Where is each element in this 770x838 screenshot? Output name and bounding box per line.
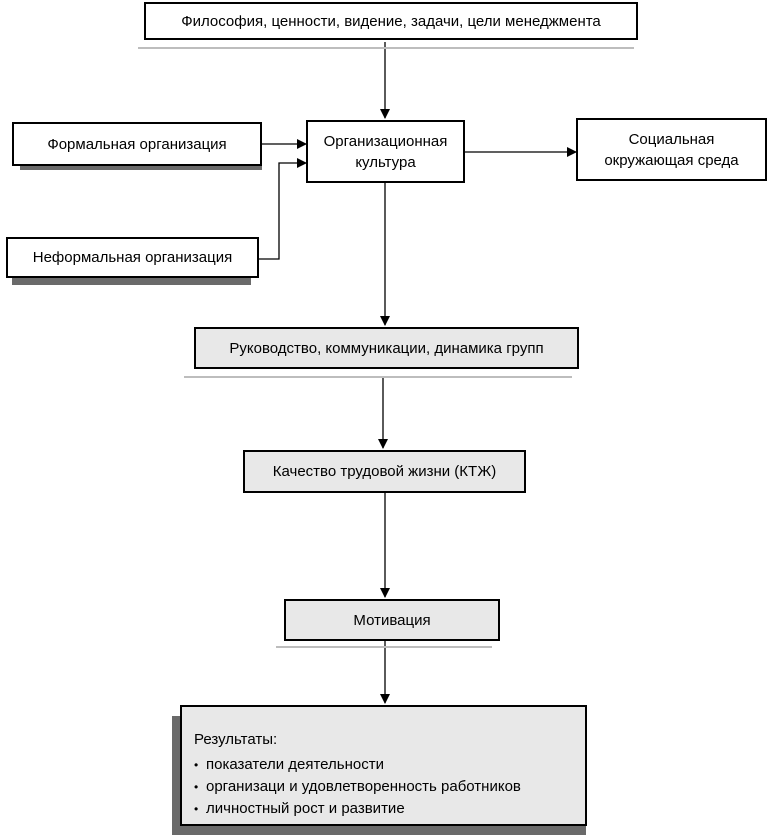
formal-organization-box: Формальная организация — [12, 122, 262, 166]
philosophy-label: Философия, ценности, видение, задачи, це… — [181, 12, 601, 30]
motivation-box: Мотивация — [284, 599, 500, 641]
leadership-label: Руководство, коммуникации, динамика груп… — [229, 339, 544, 357]
leadership-underline — [184, 376, 572, 378]
results-box: Результаты: показатели деятельности орга… — [180, 705, 587, 826]
motivation-label: Мотивация — [353, 611, 431, 629]
philosophy-box: Философия, ценности, видение, задачи, це… — [144, 2, 638, 40]
social-environment-label: Социальная окружающая среда — [604, 130, 739, 169]
social-environment-box: Социальная окружающая среда — [576, 118, 767, 181]
informal-organization-box: Неформальная организация — [6, 237, 259, 278]
informal-organization-label: Неформальная организация — [32, 249, 233, 266]
organizational-culture-label: Организационная культура — [323, 132, 448, 171]
results-item: показатели деятельности — [194, 754, 521, 776]
formal-organization-label: Формальная организация — [47, 135, 227, 153]
qwl-label: Качество трудовой жизни (КТЖ) — [272, 463, 497, 480]
organizational-culture-box: Организационная культура — [306, 120, 465, 183]
qwl-box: Качество трудовой жизни (КТЖ) — [243, 450, 526, 493]
results-title: Результаты: — [194, 731, 278, 748]
arrow-informal-to-culture — [259, 158, 307, 260]
results-item: организаци и удовлетворенность работнико… — [194, 776, 521, 798]
leadership-box: Руководство, коммуникации, динамика груп… — [194, 327, 579, 369]
results-item: личностный рост и развитие — [194, 798, 521, 820]
results-list: показатели деятельности организаци и удо… — [194, 754, 521, 820]
philosophy-underline — [138, 47, 634, 49]
motivation-underline — [276, 646, 492, 648]
